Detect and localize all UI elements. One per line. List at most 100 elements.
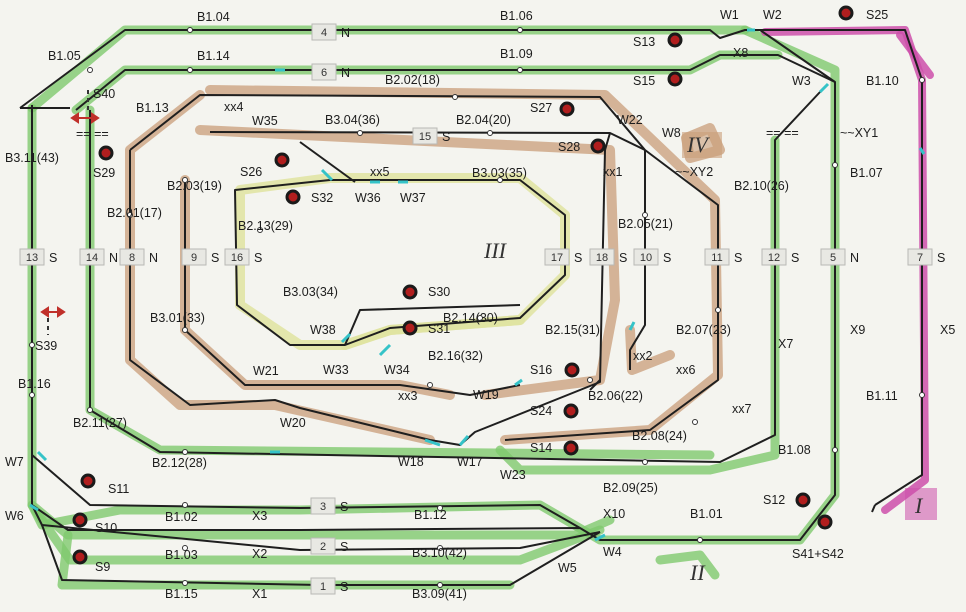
block-box [310, 497, 336, 515]
label-b1-15: B1.15 [165, 587, 198, 601]
switch-labels: W1 W2 W3 W8 W22 W35 W36 W37 W38 W33 W34 … [5, 8, 955, 601]
block-direction: S [574, 251, 582, 265]
block-box [310, 537, 336, 555]
label-w3: W3 [792, 74, 811, 88]
label-s31: S31 [428, 322, 450, 336]
signal-s12 [795, 492, 811, 508]
signal-s41-s42 [817, 514, 833, 530]
block-box [311, 63, 337, 81]
label-b1-03: B1.03 [165, 548, 198, 562]
block-number: 7 [917, 252, 923, 264]
label-b3-10: B3.10(42) [412, 546, 467, 560]
label-xx2: xx2 [633, 349, 653, 363]
signal-s30 [402, 284, 418, 300]
block-direction: S [442, 130, 450, 144]
label-xx3: xx3 [398, 389, 418, 403]
block-10: 10 S [633, 248, 671, 266]
block-box [119, 248, 145, 266]
signal-s26 [274, 152, 290, 168]
label-xy2: ~~XY2 [675, 165, 713, 179]
block-box [820, 248, 846, 266]
label-b1-07: B1.07 [850, 166, 883, 180]
signal-s29 [98, 145, 114, 161]
block-box [181, 248, 207, 266]
block-box [633, 248, 659, 266]
signal-s10 [72, 512, 88, 528]
signal-s25 [838, 5, 854, 21]
label-b2-11: B2.11(27) [73, 416, 127, 430]
signal-s32 [285, 189, 301, 205]
label-b2-12: B2.12(28) [152, 456, 207, 470]
label-w19: W19 [473, 388, 499, 402]
roman-label-i: I [914, 493, 924, 518]
label-s11: S11 [108, 482, 129, 496]
junction-nodes [29, 27, 925, 588]
block-direction: S [49, 251, 57, 265]
switch-markers [29, 28, 926, 542]
label-w36: W36 [355, 191, 381, 205]
label-xx1: xx1 [603, 165, 623, 179]
label-b1-16: B1.16 [18, 377, 51, 391]
label-w22: W22 [617, 113, 643, 127]
block-direction: S [663, 251, 671, 265]
block-box [907, 248, 933, 266]
label-w38: W38 [310, 323, 336, 337]
label-xx6: xx6 [676, 363, 696, 377]
signal-s28 [590, 138, 606, 154]
block-box [224, 248, 250, 266]
label-w17: W17 [457, 455, 483, 469]
block-direction: N [341, 26, 350, 40]
block-direction: N [149, 251, 158, 265]
block-direction: N [109, 251, 118, 265]
roman-label-iii: III [483, 238, 508, 263]
block-direction: S [340, 580, 348, 594]
label-w4: W4 [603, 545, 622, 559]
label-w34: W34 [384, 363, 410, 377]
block-direction: S [340, 540, 348, 554]
label-b2-14: B2.14(30) [443, 311, 498, 325]
label-x8: X8 [733, 46, 748, 60]
label-x5: X5 [940, 323, 955, 337]
label-b3-04: B3.04(36) [325, 113, 380, 127]
block-number: 1 [320, 581, 326, 593]
label-x10: X10 [603, 507, 625, 521]
signal-labels: S25 S13 S15 S27 S28 S40 S29 S26 S32 S30 … [35, 8, 888, 574]
label-w1: W1 [720, 8, 739, 22]
label-w20: W20 [280, 416, 306, 430]
block-direction: N [850, 251, 859, 265]
label-b3-03-35: B3.03(35) [472, 166, 527, 180]
label-b1-08: B1.08 [778, 443, 811, 457]
label-w23: W23 [500, 468, 526, 482]
label-w7: W7 [5, 455, 24, 469]
signal-s16 [564, 362, 580, 378]
signal-s11 [80, 473, 96, 489]
block-number: 10 [640, 252, 652, 264]
block-number: 15 [419, 131, 431, 143]
block-number: 4 [321, 27, 327, 39]
label-b2-09: B2.09(25) [603, 481, 658, 495]
block-number: 6 [321, 67, 327, 79]
label-b1-12: B1.12 [414, 508, 447, 522]
block-direction: S [619, 251, 627, 265]
block-box [310, 577, 336, 595]
roman-labels: IV III II I [483, 132, 937, 585]
label-s13: S13 [633, 35, 655, 49]
label-b1-14: B1.14 [197, 49, 230, 63]
label-b2-04: B2.04(20) [456, 113, 511, 127]
misc-label-1: == == [76, 127, 109, 141]
section-labels: B1.04 B1.06 B1.05 B1.14 B1.09 B1.13 B1.1… [5, 9, 899, 601]
block-15: 15 S [412, 127, 450, 145]
label-b2-15: B2.15(31) [545, 323, 600, 337]
roman-label-ii: II [689, 560, 706, 585]
block-number: 3 [320, 501, 326, 513]
label-b2-02: B2.02(18) [385, 73, 440, 87]
label-b3-03-34: B3.03(34) [283, 285, 338, 299]
label-s12: S12 [763, 493, 785, 507]
label-b3-11: B3.11(43) [5, 151, 59, 165]
